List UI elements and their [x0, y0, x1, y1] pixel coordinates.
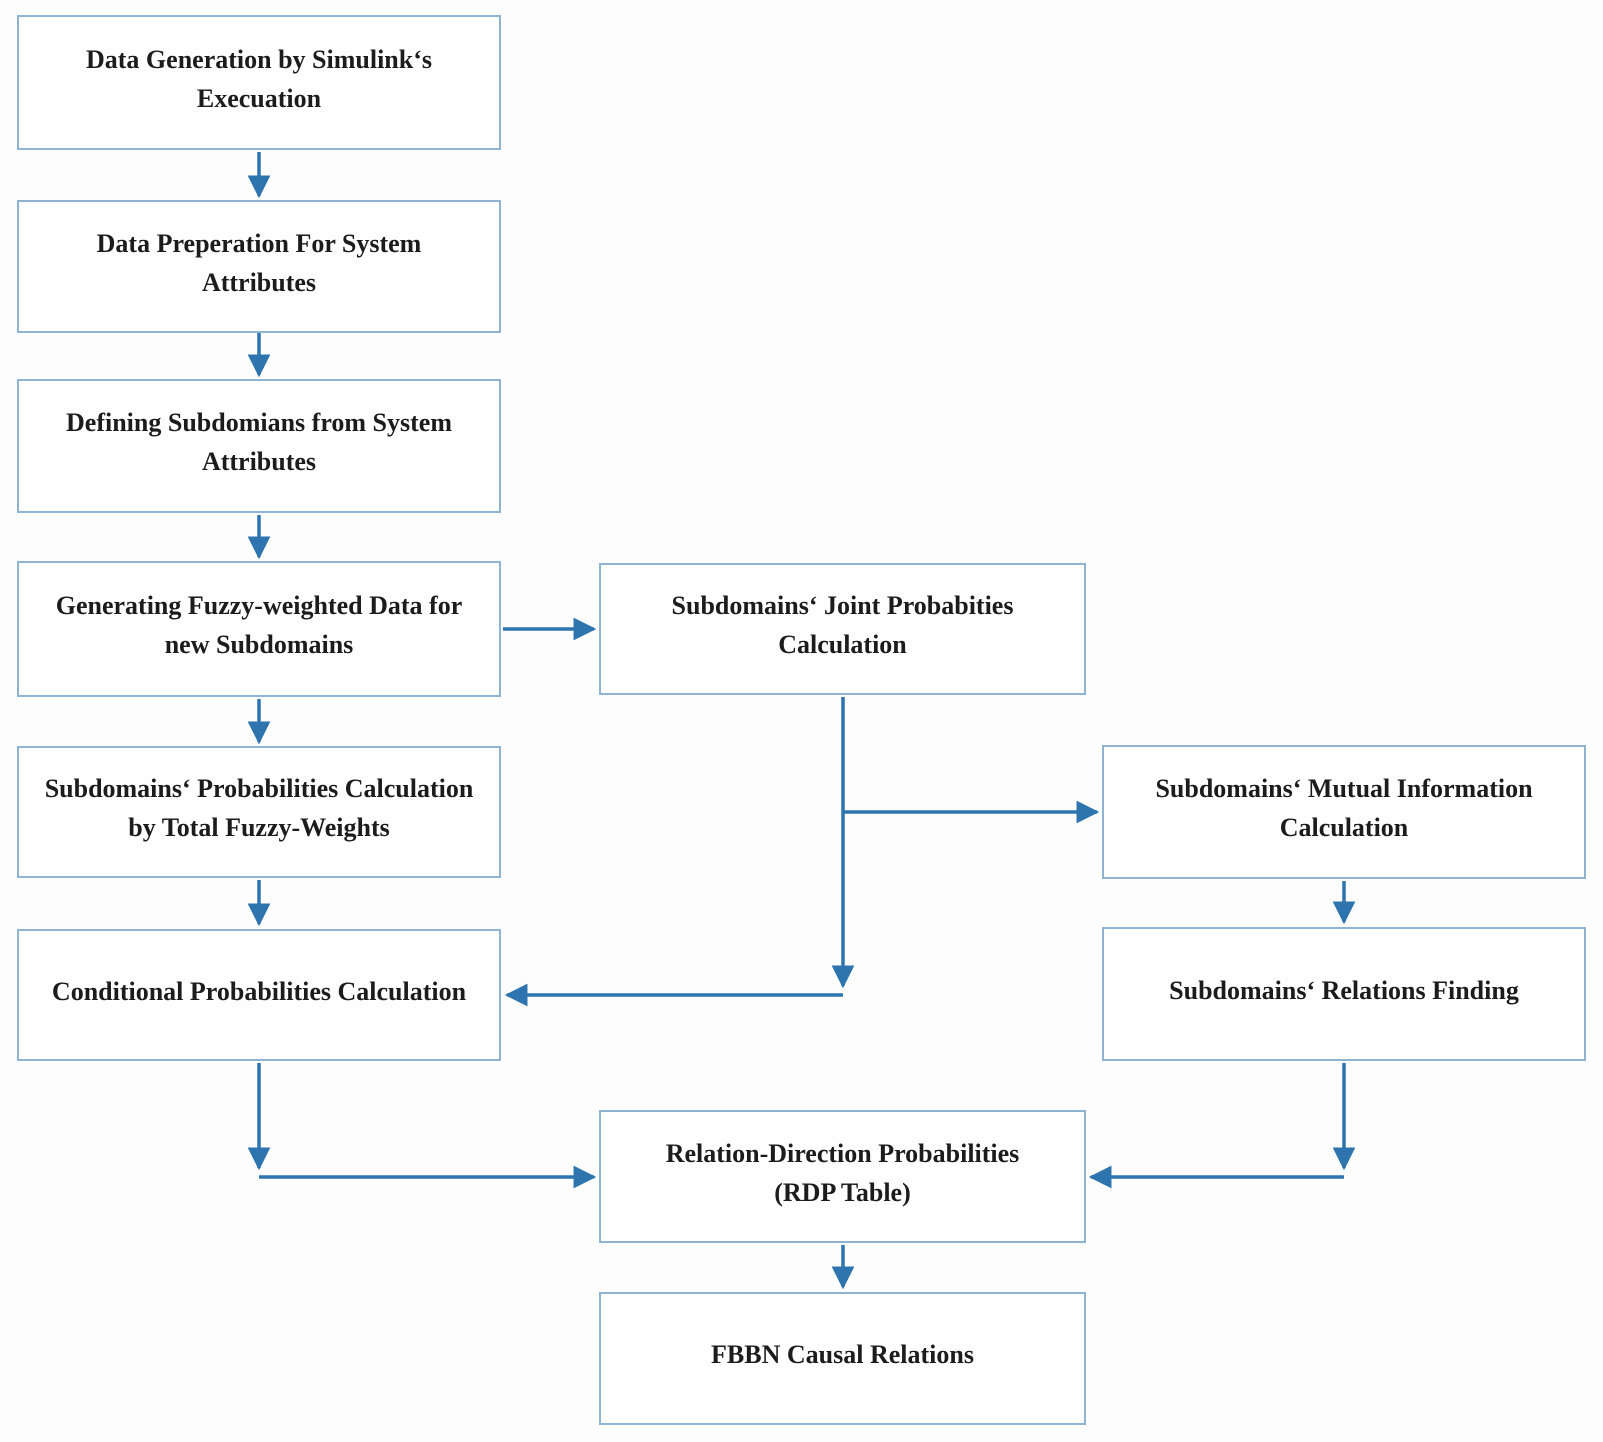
node-label: Data Generation by Simulink‘s Execuation: [86, 44, 432, 113]
node-label: Subdomains‘ Joint Probabities Calculatio…: [671, 591, 1014, 659]
node-label: Conditional Probabilities Calculation: [51, 976, 467, 1006]
node-data-preparation: Data Preperation For System Attributes: [17, 200, 501, 333]
node-relations-finding: Subdomains‘ Relations Finding: [1102, 927, 1586, 1061]
node-label: Generating Fuzzy-weighted Data for new S…: [55, 591, 463, 659]
node-label: Subdomains‘ Mutual Information Calculati…: [1155, 774, 1533, 842]
node-data-generation: Data Generation by Simulink‘s Execuation: [17, 15, 501, 150]
node-label: Subdomains‘ Relations Finding: [1169, 975, 1519, 1005]
node-label: Subdomains‘ Probabilities Calculation by…: [44, 774, 474, 842]
edge-joint-probabilities-to-conditional-probabilities: [504, 697, 855, 1007]
node-fbbn-causal-relations: FBBN Causal Relations: [599, 1292, 1086, 1425]
node-label: Defining Subdomians from System Attribut…: [66, 408, 452, 476]
node-label: Data Preperation For System Attributes: [96, 228, 422, 297]
node-conditional-probabilities: Conditional Probabilities Calculation: [17, 929, 501, 1061]
node-rdp-table: Relation-Direction Probabilities (RDP Ta…: [599, 1110, 1086, 1243]
edge-conditional-probabilities-to-rdp-table: [247, 1063, 597, 1189]
edge-relations-finding-to-rdp-table: [1088, 1063, 1356, 1189]
node-label: Relation-Direction Probabilities (RDP Ta…: [665, 1138, 1020, 1207]
node-joint-probabilities: Subdomains‘ Joint Probabities Calculatio…: [599, 563, 1086, 695]
node-defining-subdomains: Defining Subdomians from System Attribut…: [17, 379, 501, 513]
node-subdomains-probabilities: Subdomains‘ Probabilities Calculation by…: [17, 746, 501, 878]
node-generating-fuzzy-weighted: Generating Fuzzy-weighted Data for new S…: [17, 561, 501, 697]
node-mutual-information: Subdomains‘ Mutual Information Calculati…: [1102, 745, 1586, 879]
node-label: FBBN Causal Relations: [711, 1340, 974, 1369]
